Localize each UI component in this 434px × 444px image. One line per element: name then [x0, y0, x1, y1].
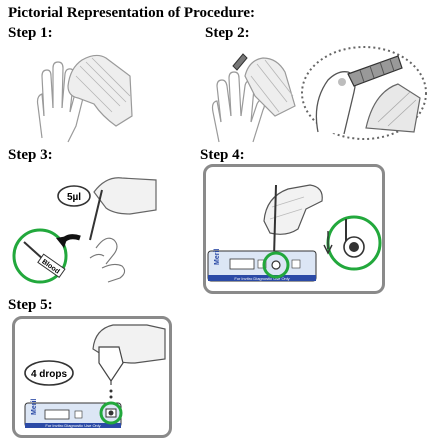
volume-callout [57, 185, 91, 207]
blood-drop [338, 78, 346, 86]
dropper [273, 184, 277, 258]
step-3-gloved-hand [93, 177, 157, 215]
sample-well-highlight [262, 251, 290, 279]
buffer-bottle [98, 346, 124, 383]
drops-callout [24, 360, 74, 386]
page-title: Pictorial Representation of Procedure: [8, 5, 256, 21]
cassette-brand: Meril [214, 249, 221, 265]
step-3-illustration: 5µl Blood [12, 177, 157, 284]
finger-tip [315, 71, 356, 135]
step-2-label: Step 2: [205, 25, 250, 41]
step-4-label: Step 4: [200, 147, 245, 163]
step-2-hand-illustration [211, 53, 296, 143]
drops-label: 4 drops [31, 369, 68, 380]
step-2-magnified-view [301, 46, 427, 140]
step-3-label: Step 3: [8, 147, 53, 163]
step-1-gloved-hand [67, 54, 133, 127]
cassette-strip-text: For Invitro Diagnostic Use Only [234, 276, 289, 281]
step-5-panel: 4 drops For Invitro Diagnostic Use Only … [12, 316, 172, 438]
cassette-brand: Meril [31, 399, 38, 415]
lancet-icon [347, 55, 403, 87]
volume-label: 5µl [67, 192, 81, 203]
step-5-label: Step 5: [8, 297, 53, 313]
step-3-bare-hand [89, 237, 126, 283]
lancet-icon [232, 53, 248, 71]
sample-well-highlight [99, 401, 123, 425]
step-4-gloved-hand [263, 184, 323, 235]
step-4-panel: For Invitro Diagnostic Use Only Meril [203, 164, 385, 294]
cassette-strip-text: For Invitro Diagnostic Use Only [45, 423, 100, 428]
step-1-label: Step 1: [8, 25, 53, 41]
capillary-dropper [89, 189, 103, 241]
step-1-illustration [36, 54, 133, 143]
